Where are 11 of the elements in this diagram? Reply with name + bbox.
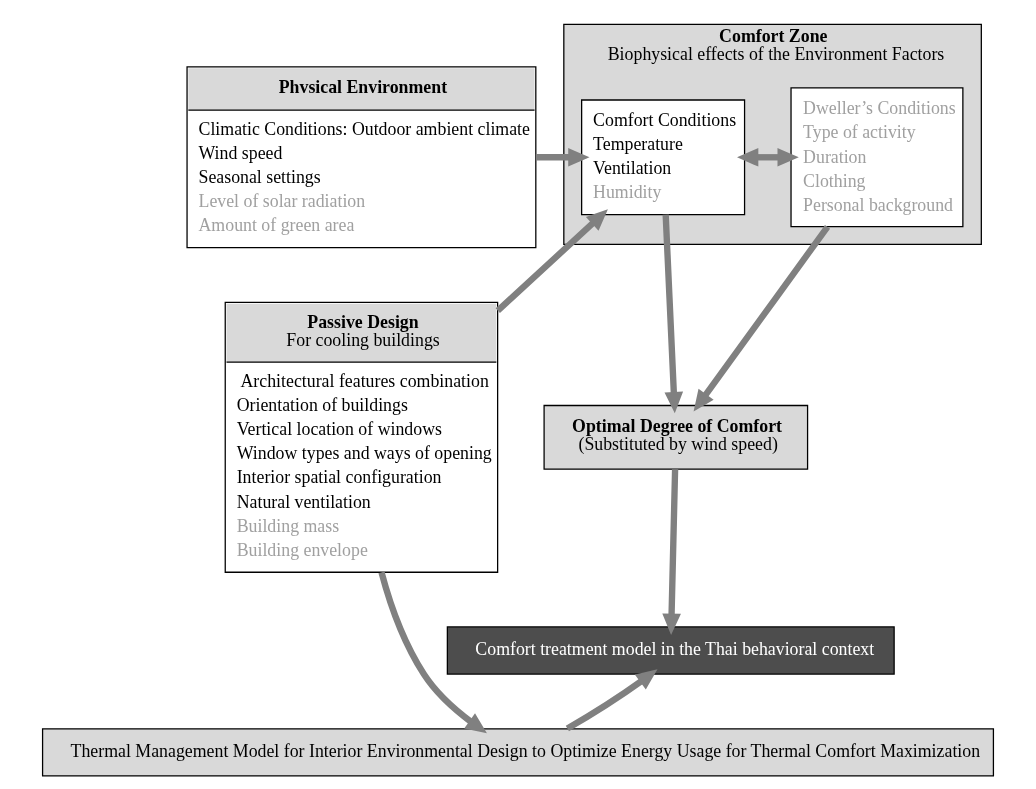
node-box: Thermal Management Model for Interior Environmental Design to Optimize Energy Usage for Thermal Comfort Maximization bbox=[41, 727, 995, 777]
arrow bbox=[535, 147, 590, 167]
node-box: Comfort treatment model in the Thai behavioral context bbox=[446, 625, 895, 675]
arrow bbox=[737, 147, 799, 167]
node-box: Optimal Degree of Comfort (Substituted by wind speed) bbox=[543, 404, 809, 470]
arrow bbox=[378, 571, 487, 733]
arrow bbox=[495, 208, 608, 313]
arrow bbox=[662, 214, 684, 413]
arrow bbox=[565, 668, 658, 731]
arrow bbox=[662, 468, 681, 635]
arrow bbox=[693, 224, 831, 412]
